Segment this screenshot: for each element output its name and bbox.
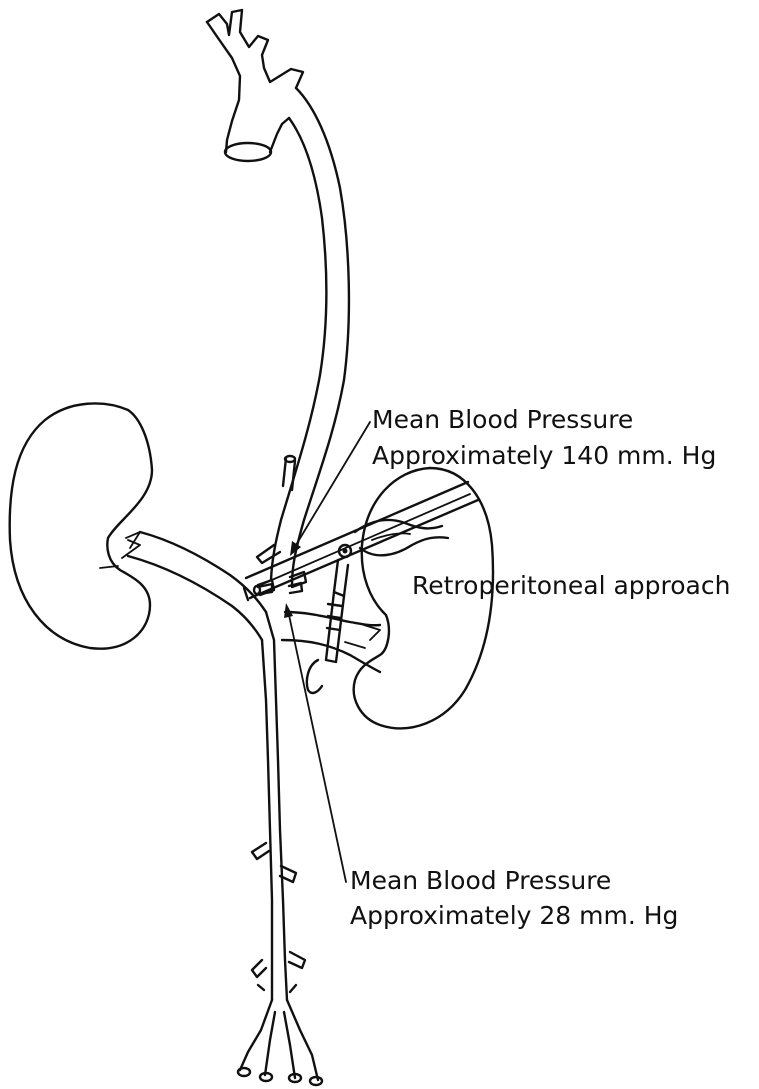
lower-pressure-label-line1: Mean Blood Pressure <box>350 866 611 895</box>
inferior-vena-cava <box>238 612 322 1085</box>
aorta <box>207 10 349 594</box>
approach-label: Retroperitoneal approach <box>412 571 730 600</box>
lower-pressure-leader <box>284 603 346 882</box>
left-kidney <box>10 403 152 648</box>
upper-pressure-label-line1: Mean Blood Pressure <box>372 405 633 434</box>
lower-pressure-label-line2: Approximately 28 mm. Hg <box>350 901 678 930</box>
upper-pressure-label-line2: Approximately 140 mm. Hg <box>372 441 716 470</box>
arterial-clamp <box>307 545 351 693</box>
